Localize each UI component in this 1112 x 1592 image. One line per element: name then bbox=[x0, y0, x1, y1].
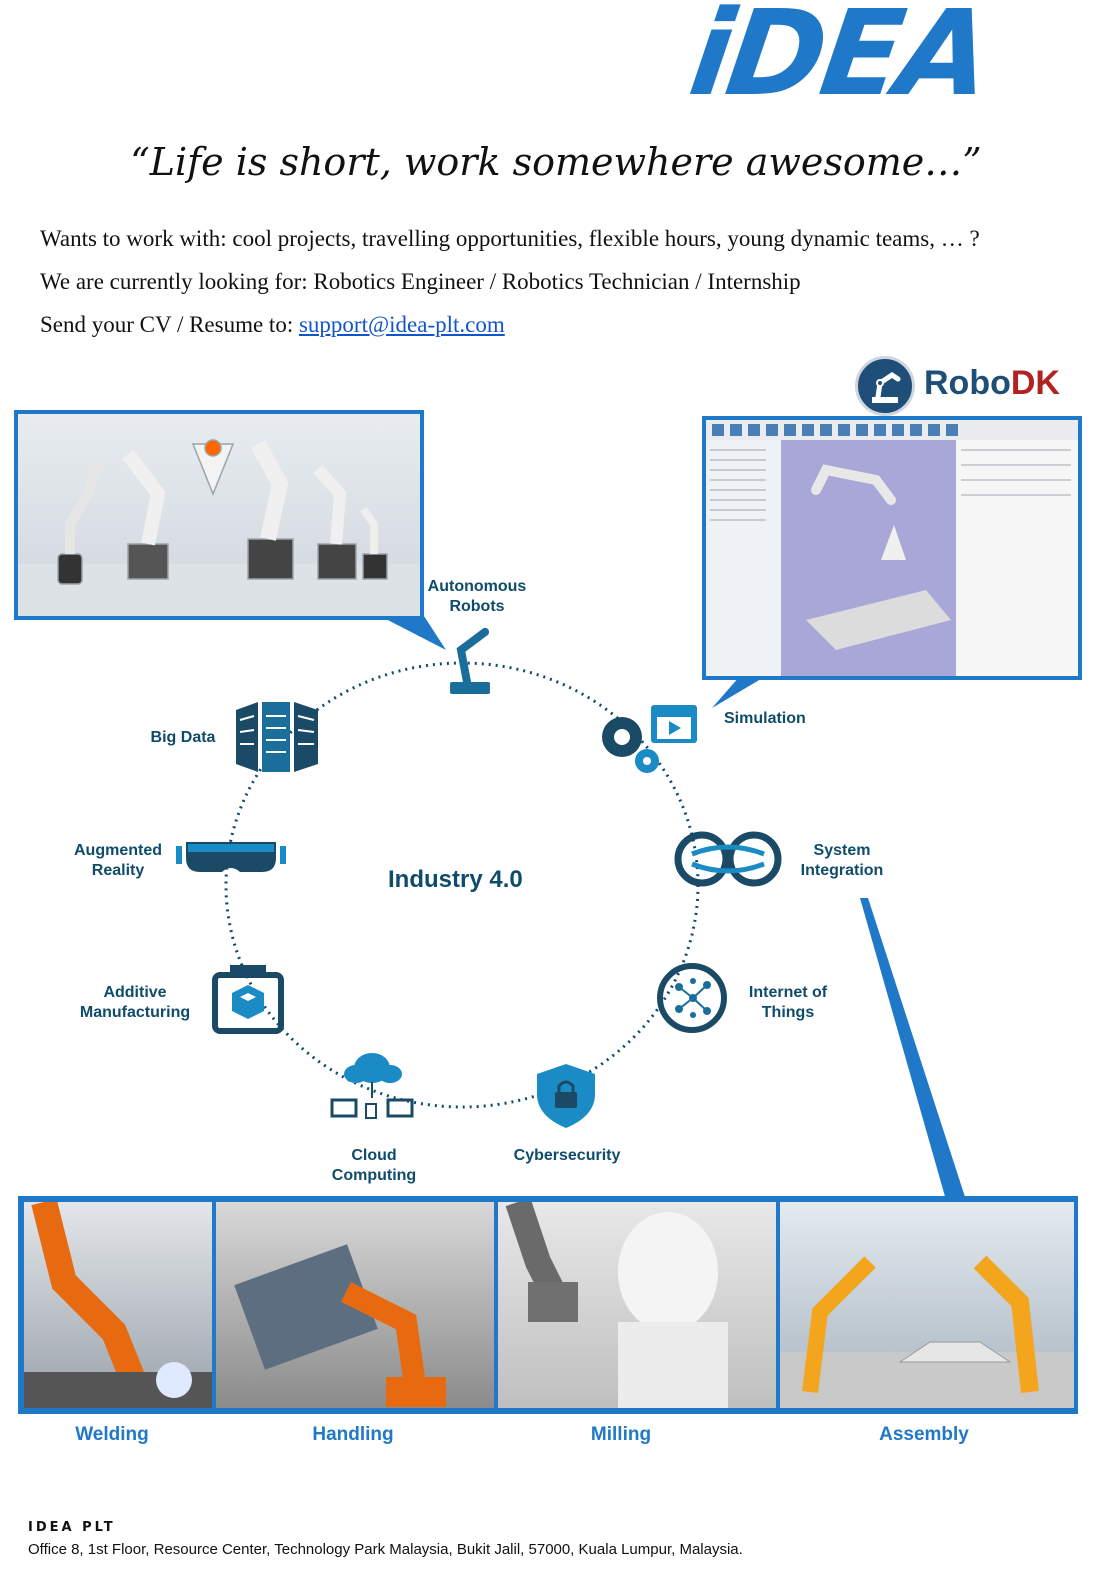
label-autonomous-robots: Autonomous Robots bbox=[427, 578, 527, 615]
label-cybersecurity: Cybersecurity bbox=[513, 1147, 621, 1164]
simulation-icon bbox=[602, 705, 697, 773]
photo-assembly bbox=[780, 1202, 1074, 1408]
robodk-logo-icon bbox=[855, 356, 915, 416]
label-big-data: Big Data bbox=[150, 729, 216, 746]
robots-photo bbox=[14, 410, 424, 620]
photo-handling bbox=[216, 1202, 494, 1408]
footer-company: IDEA PLT bbox=[28, 1520, 116, 1535]
email-link[interactable]: support@idea-plt.com bbox=[298, 312, 505, 337]
caption-milling: Milling bbox=[590, 1424, 652, 1445]
slogan: “Life is short, work somewhere awesome…” bbox=[130, 140, 982, 184]
footer-address: Office 8, 1st Floor, Resource Center, Te… bbox=[28, 1541, 743, 1558]
label-cloud-computing: Cloud Computing bbox=[331, 1147, 417, 1184]
augmented-reality-icon bbox=[176, 842, 286, 872]
intro-line-3-prefix: Send your CV / Resume to: bbox=[40, 312, 299, 337]
label-system-integration: System Integration bbox=[800, 842, 884, 879]
intro-line-2: We are currently looking for: Robotics E… bbox=[40, 269, 801, 294]
photo-welding bbox=[24, 1200, 212, 1408]
robodk-screenshot bbox=[702, 416, 1082, 680]
additive-manufacturing-icon bbox=[212, 965, 284, 1034]
system-integration-icon bbox=[674, 831, 782, 887]
label-augmented-reality: Augmented Reality bbox=[74, 842, 162, 879]
autonomous-robots-icon bbox=[450, 628, 490, 694]
internet-of-things-icon bbox=[657, 963, 727, 1033]
applications-strip bbox=[18, 1196, 1078, 1414]
label-additive-manufacturing: Additive Manufacturing bbox=[79, 984, 191, 1021]
robodk-robo: Robo bbox=[924, 364, 1011, 402]
photo-milling bbox=[498, 1200, 776, 1408]
robodk-dk: DK bbox=[1010, 364, 1060, 402]
caption-handling: Handling bbox=[312, 1424, 394, 1445]
caption-assembly: Assembly bbox=[879, 1424, 969, 1445]
callout-pointer-right bbox=[712, 676, 766, 708]
cybersecurity-icon bbox=[537, 1064, 595, 1128]
intro-line-3: Send your CV / Resume to: support@idea-p… bbox=[40, 312, 505, 338]
robodk-wordmark: RoboDK bbox=[924, 364, 1060, 403]
intro-line-1: Wants to work with: cool projects, trave… bbox=[40, 226, 980, 251]
industry-4-title: Industry 4.0 bbox=[388, 866, 523, 893]
wedge-pointer bbox=[860, 898, 966, 1200]
big-data-icon bbox=[236, 702, 318, 772]
label-simulation: Simulation bbox=[724, 710, 806, 727]
callout-pointer-left bbox=[380, 616, 446, 650]
idea-logo: iDEA bbox=[682, 0, 997, 122]
caption-welding: Welding bbox=[75, 1424, 149, 1445]
cloud-computing-icon bbox=[330, 1053, 414, 1119]
label-internet-of-things: Internet of Things bbox=[748, 984, 828, 1021]
